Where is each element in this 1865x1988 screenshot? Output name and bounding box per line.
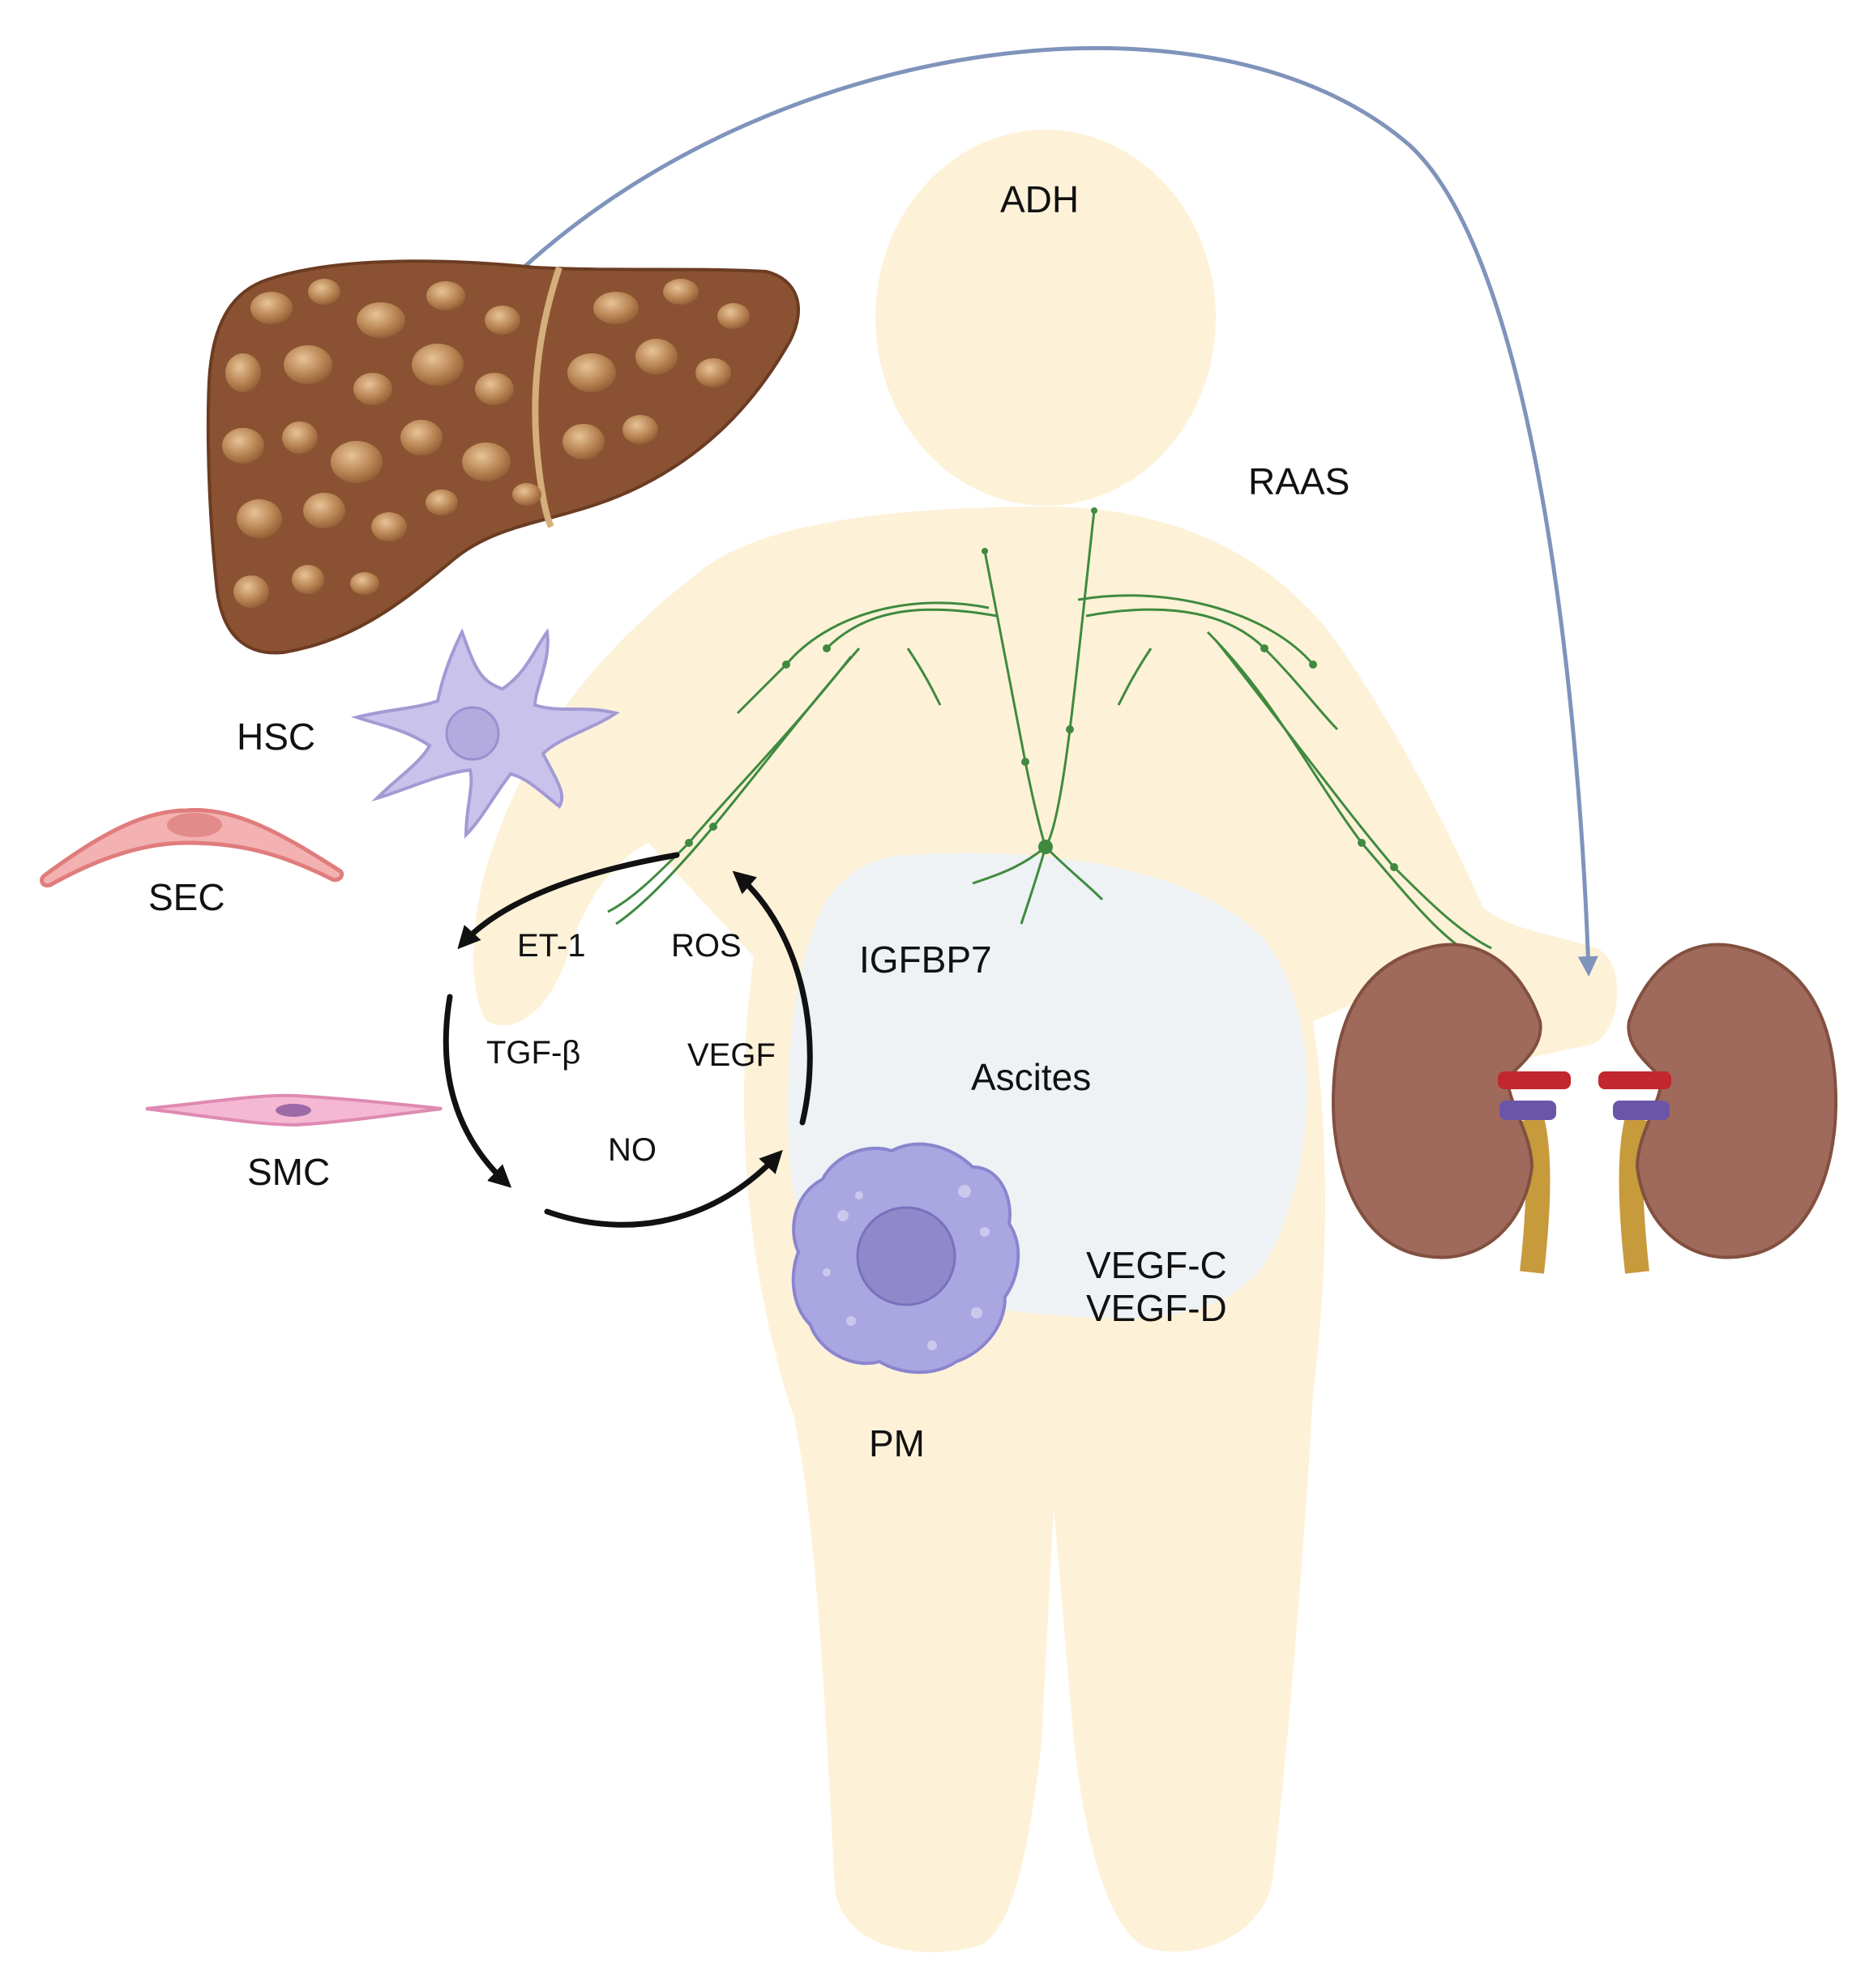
kidney-left bbox=[1331, 943, 1571, 1274]
cycle-arrow-bottom bbox=[544, 1149, 783, 1228]
no-label: NO bbox=[608, 1132, 657, 1168]
mediator-cycle bbox=[443, 852, 813, 1228]
hsc-cell bbox=[350, 627, 620, 839]
kidney-left-artery bbox=[1498, 1071, 1571, 1089]
sec-nucleus bbox=[167, 813, 222, 837]
pm-granules bbox=[823, 1185, 990, 1350]
pm-cell bbox=[791, 1142, 1020, 1374]
kidney-right-vein bbox=[1613, 1101, 1670, 1120]
sec-label: SEC bbox=[148, 876, 225, 918]
sec-body bbox=[40, 808, 344, 888]
kidney-left-body bbox=[1331, 943, 1542, 1259]
cirrhotic-liver bbox=[206, 259, 800, 655]
smc-nucleus bbox=[276, 1104, 311, 1117]
vegf-c-label: VEGF-C bbox=[1086, 1244, 1227, 1286]
kidneys bbox=[1331, 943, 1838, 1274]
vegf-d-label: VEGF-D bbox=[1086, 1287, 1227, 1329]
tgf-beta-label: TGF-β bbox=[486, 1035, 580, 1071]
pm-label: PM bbox=[869, 1422, 925, 1464]
liver-kidney-arrow bbox=[491, 45, 1598, 977]
smc-label: SMC bbox=[247, 1151, 330, 1193]
kidney-left-ureter bbox=[1520, 1115, 1551, 1274]
kidney-right bbox=[1598, 943, 1838, 1274]
cycle-arrow-left bbox=[443, 994, 512, 1188]
sec-cell bbox=[40, 808, 344, 888]
liver-ligament bbox=[532, 266, 562, 528]
cycle-arrow-right bbox=[732, 870, 813, 1126]
liver-nodules bbox=[222, 279, 750, 608]
smc-cell bbox=[145, 1093, 443, 1127]
ros-label: ROS bbox=[671, 928, 742, 964]
kidney-right-artery bbox=[1598, 1071, 1671, 1089]
igfbp7-label: IGFBP7 bbox=[859, 938, 992, 981]
cycle-arrow-top bbox=[457, 852, 680, 950]
vegf-label: VEGF bbox=[687, 1037, 776, 1073]
et1-label: ET-1 bbox=[517, 928, 585, 964]
kidney-right-body bbox=[1627, 943, 1838, 1259]
raas-label: RAAS bbox=[1248, 460, 1350, 502]
ascites-label: Ascites bbox=[971, 1056, 1091, 1098]
adh-label: ADH bbox=[1000, 178, 1079, 220]
kidney-right-ureter bbox=[1619, 1115, 1649, 1274]
kidney-left-vein bbox=[1499, 1101, 1556, 1120]
hsc-nucleus bbox=[445, 706, 500, 761]
hsc-label: HSC bbox=[237, 716, 315, 758]
pm-nucleus bbox=[856, 1206, 956, 1306]
